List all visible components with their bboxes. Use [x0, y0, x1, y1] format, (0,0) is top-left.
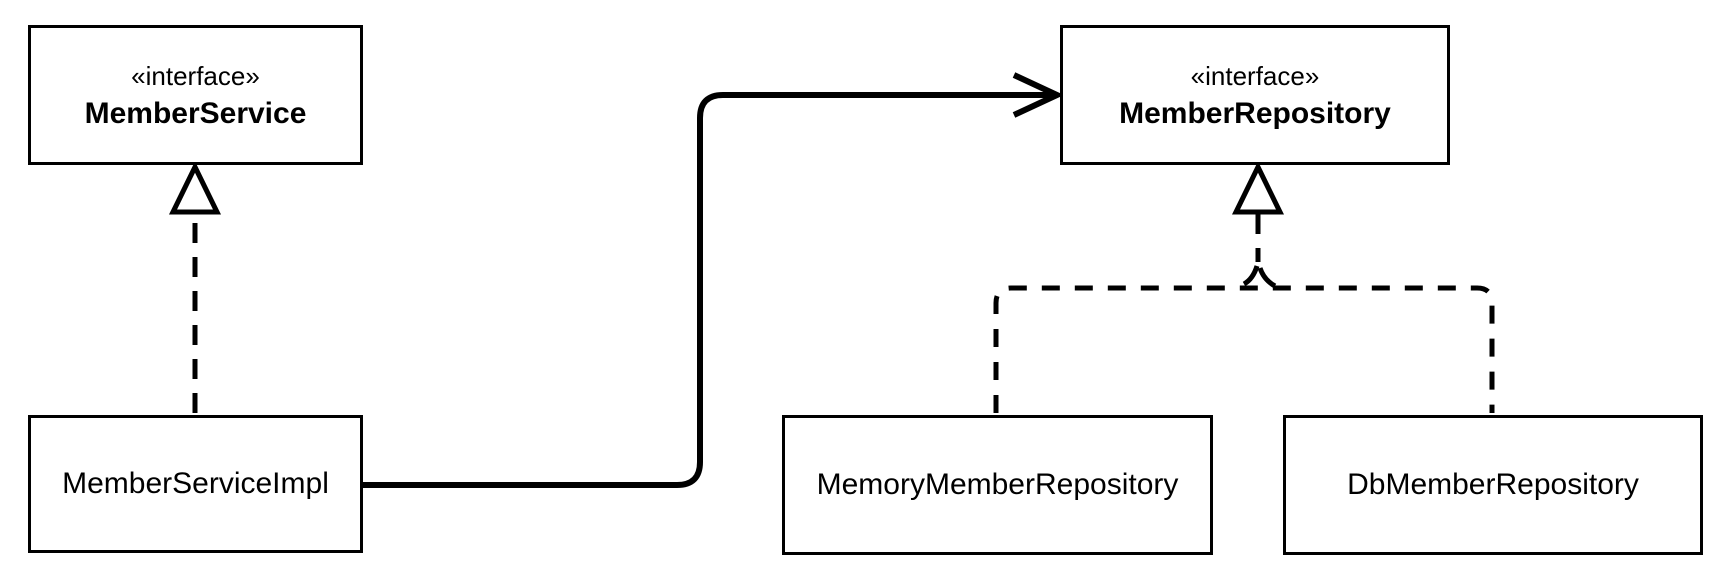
hollow-triangle-arrowhead-icon	[168, 161, 222, 215]
node-member-service: «interface» MemberService	[28, 25, 363, 165]
node-memory-member-repository: MemoryMemberRepository	[782, 415, 1213, 555]
edge-dependency-memberserviceimpl-to-memberrepository	[363, 92, 1052, 488]
edge-fork-curve-left	[1242, 265, 1260, 287]
class-name-label: MemberRepository	[1119, 97, 1391, 130]
class-name-label: MemoryMemberRepository	[816, 468, 1179, 501]
stereotype-label: «interface»	[1190, 61, 1320, 91]
hollow-triangle-arrowhead-icon	[1231, 161, 1285, 215]
open-arrowhead-icon	[1012, 72, 1065, 118]
edge-realization-memory-and-db-to-memberrepository	[993, 285, 1495, 413]
node-member-repository: «interface» MemberRepository	[1060, 25, 1450, 165]
class-name-label: MemberServiceImpl	[62, 467, 329, 500]
edge-fork-curve-right	[1257, 267, 1277, 289]
class-name-label: DbMemberRepository	[1347, 468, 1639, 501]
node-member-service-impl: MemberServiceImpl	[28, 415, 363, 553]
class-name-label: MemberService	[84, 97, 307, 130]
node-db-member-repository: DbMemberRepository	[1283, 415, 1703, 555]
stereotype-label: «interface»	[131, 61, 260, 91]
